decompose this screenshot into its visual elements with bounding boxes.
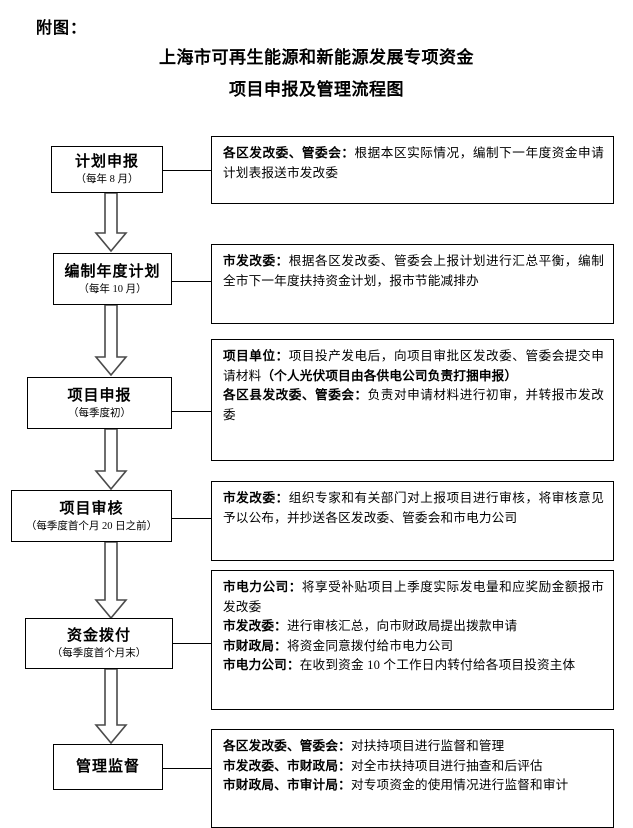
attachment-label: 附图： bbox=[36, 20, 88, 37]
description-line: 市财政局：将资金同意拨付给市电力公司 bbox=[223, 637, 604, 657]
flow-arrow-down-3 bbox=[93, 429, 129, 491]
description-actor: 市财政局： bbox=[223, 638, 287, 653]
description-actor: 市财政局、市审计局： bbox=[223, 778, 351, 792]
description-actor: 项目单位： bbox=[223, 349, 289, 363]
flow-node-title: 项目申报 bbox=[67, 387, 132, 404]
connector-line-step-3 bbox=[172, 411, 212, 412]
flow-description-step-4: 市发改委：组织专家和有关部门对上报项目进行审核，将审核意见予以公布，并抄送各区发… bbox=[211, 481, 614, 561]
description-emphasis: （个人光伏项目由各供电公司负责打捆申报） bbox=[261, 368, 518, 383]
description-line: 各区发改委、管委会：根据本区实际情况，编制下一年度资金申请计划表报送市发改委 bbox=[223, 144, 604, 183]
description-line: 项目单位：项目投产发电后，向项目审批区发改委、管委会提交申请材料（个人光伏项目由… bbox=[223, 347, 604, 386]
description-actor: 各区县发改委、管委会： bbox=[223, 388, 368, 402]
description-text: 进行审核汇总，向市财政局提出拨款申请 bbox=[286, 619, 518, 633]
connector-line-step-6 bbox=[163, 768, 212, 769]
flow-node-subtitle: （每季度初） bbox=[68, 407, 131, 419]
description-line: 市财政局、市审计局：对专项资金的使用情况进行监督和审计 bbox=[223, 776, 604, 796]
description-line: 市发改委：根据各区发改委、管委会上报计划进行汇总平衡，编制全市下一年度扶持资金计… bbox=[223, 252, 604, 291]
description-text: 项目投产发电后，向项目审批区发改委、管委会提交申请材料 bbox=[223, 349, 604, 383]
description-actor: 市电力公司： bbox=[223, 658, 300, 672]
connector-line-step-2 bbox=[172, 281, 212, 282]
flow-arrow-down-2 bbox=[93, 305, 129, 377]
flow-arrow-down-4 bbox=[93, 542, 129, 620]
description-text: 根据各区发改委、管委会上报计划进行汇总平衡，编制全市下一年度扶持资金计划，报市节… bbox=[223, 254, 604, 288]
flow-description-step-2: 市发改委：根据各区发改委、管委会上报计划进行汇总平衡，编制全市下一年度扶持资金计… bbox=[211, 244, 614, 324]
description-actor: 各区发改委、管委会： bbox=[223, 739, 351, 753]
flow-node-step-5[interactable]: 资金拨付 （每季度首个月末） bbox=[25, 618, 173, 669]
flow-description-step-1: 各区发改委、管委会：根据本区实际情况，编制下一年度资金申请计划表报送市发改委 bbox=[211, 136, 614, 204]
connector-line-step-1 bbox=[163, 170, 212, 171]
flow-node-subtitle: （每季度首个月 20 日之前） bbox=[25, 520, 158, 532]
flow-node-step-4[interactable]: 项目审核 （每季度首个月 20 日之前） bbox=[11, 490, 172, 542]
description-text: 对专项资金的使用情况进行监督和审计 bbox=[350, 778, 569, 792]
flow-node-title: 项目审核 bbox=[59, 500, 124, 517]
flow-node-title: 编制年度计划 bbox=[64, 263, 161, 280]
description-actor: 市发改委： bbox=[223, 491, 289, 505]
page-title-line-1: 上海市可再生能源和新能源发展专项资金 bbox=[159, 48, 474, 67]
description-line: 市发改委：组织专家和有关部门对上报项目进行审核，将审核意见予以公布，并抄送各区发… bbox=[223, 489, 604, 528]
description-text: 在收到资金 10 个工作日内转付给各项目投资主体 bbox=[299, 658, 576, 672]
connector-line-step-5 bbox=[173, 643, 212, 644]
description-actor: 市发改委： bbox=[223, 254, 289, 268]
description-line: 市发改委：进行审核汇总，向市财政局提出拨款申请 bbox=[223, 617, 604, 637]
description-line: 市发改委、市财政局：对全市扶持项目进行抽查和后评估 bbox=[223, 757, 604, 777]
description-actor: 市电力公司： bbox=[223, 580, 302, 594]
flow-description-step-3: 项目单位：项目投产发电后，向项目审批区发改委、管委会提交申请材料（个人光伏项目由… bbox=[211, 339, 614, 461]
description-text: 根据本区实际情况，编制下一年度资金申请计划表报送市发改委 bbox=[223, 146, 604, 180]
description-text: 负责对申请材料进行初审，并转报市发改委 bbox=[223, 388, 604, 422]
description-line: 各区县发改委、管委会：负责对申请材料进行初审，并转报市发改委 bbox=[223, 386, 604, 425]
description-actor: 市发改委、市财政局： bbox=[223, 758, 351, 773]
flow-node-step-3[interactable]: 项目申报 （每季度初） bbox=[27, 377, 172, 429]
connector-line-step-4 bbox=[172, 518, 212, 519]
description-text: 对全市扶持项目进行抽查和后评估 bbox=[350, 758, 543, 773]
description-actor: 各区发改委、管委会： bbox=[223, 146, 355, 160]
page-title-line-2: 项目申报及管理流程图 bbox=[229, 80, 404, 99]
flow-node-subtitle: （每季度首个月末） bbox=[51, 648, 147, 659]
description-line: 各区发改委、管委会：对扶持项目进行监督和管理 bbox=[223, 737, 604, 757]
flow-arrow-down-5 bbox=[93, 669, 129, 745]
description-text: 对扶持项目进行监督和管理 bbox=[350, 739, 505, 753]
flow-node-step-1[interactable]: 计划申报 （每年 8 月） bbox=[51, 146, 163, 193]
description-line: 市电力公司：将享受补贴项目上季度实际发电量和应奖励金额报市发改委 bbox=[223, 578, 604, 617]
description-text: 将资金同意拨付给市电力公司 bbox=[286, 638, 454, 653]
description-text: 将享受补贴项目上季度实际发电量和应奖励金额报市发改委 bbox=[223, 580, 604, 614]
flow-node-title: 计划申报 bbox=[74, 154, 139, 170]
flow-node-title: 资金拨付 bbox=[66, 628, 131, 644]
flow-arrow-down-1 bbox=[93, 193, 129, 253]
flow-node-step-2[interactable]: 编制年度计划 （每年 10 月） bbox=[53, 253, 172, 305]
flow-node-subtitle: （每年 8 月） bbox=[75, 174, 139, 185]
flow-description-step-5: 市电力公司：将享受补贴项目上季度实际发电量和应奖励金额报市发改委 市发改委：进行… bbox=[211, 570, 614, 710]
flow-node-title: 管理监督 bbox=[75, 759, 140, 775]
flow-description-step-6: 各区发改委、管委会：对扶持项目进行监督和管理 市发改委、市财政局：对全市扶持项目… bbox=[211, 729, 614, 828]
page-title: 上海市可再生能源和新能源发展专项资金 项目申报及管理流程图 bbox=[0, 42, 633, 106]
description-text: 组织专家和有关部门对上报项目进行审核，将审核意见予以公布，并抄送各区发改委、管委… bbox=[223, 491, 604, 525]
description-actor: 市发改委： bbox=[223, 619, 287, 633]
description-line: 市电力公司：在收到资金 10 个工作日内转付给各项目投资主体 bbox=[223, 656, 604, 676]
flow-node-subtitle: （每年 10 月） bbox=[78, 283, 147, 295]
flow-node-step-6[interactable]: 管理监督 bbox=[53, 744, 163, 790]
